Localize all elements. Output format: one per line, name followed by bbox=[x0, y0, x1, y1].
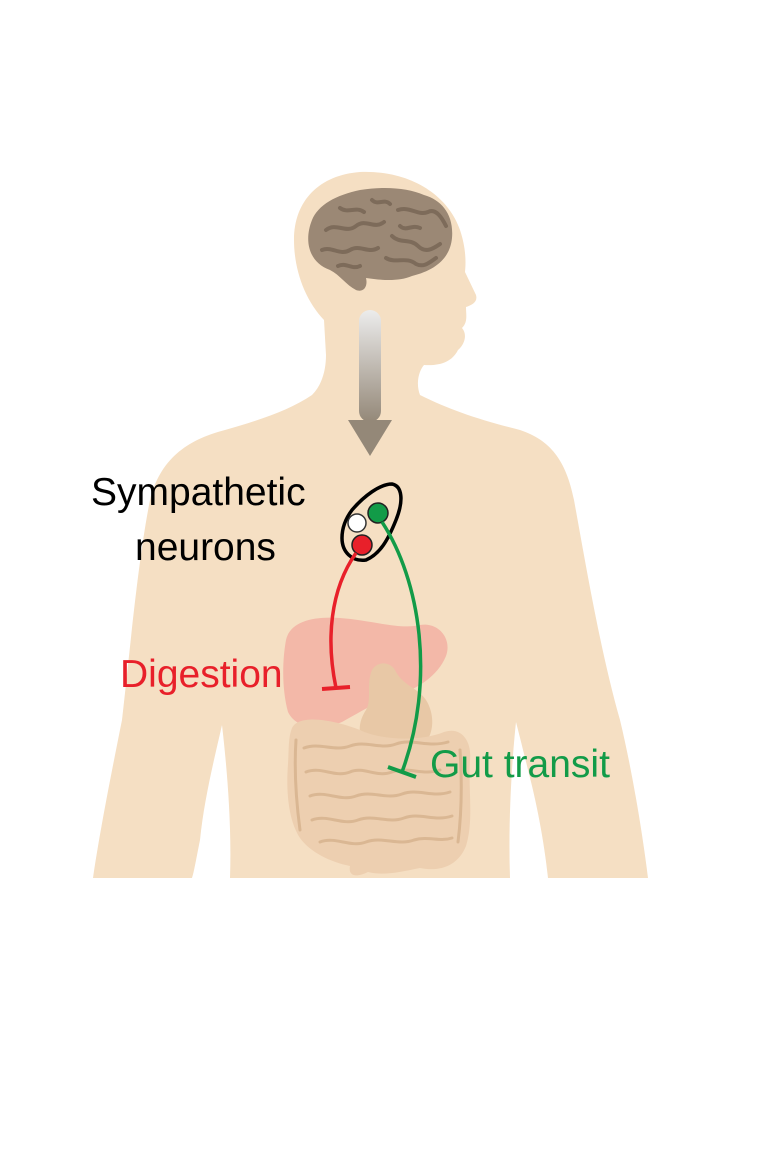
brain-icon bbox=[308, 187, 453, 291]
neuron-white bbox=[347, 513, 367, 533]
body-silhouette bbox=[93, 171, 648, 879]
liver bbox=[283, 617, 448, 728]
sympathetic-neurons-label-line1: Sympathetic bbox=[91, 471, 306, 514]
digestion-inhibition-bar bbox=[321, 685, 351, 691]
digestion-inhibition-path bbox=[329, 551, 358, 689]
gut-transit-label: Gut transit bbox=[430, 743, 610, 786]
intestines bbox=[287, 719, 471, 876]
neuron-green bbox=[367, 502, 389, 524]
descending-arrow-head bbox=[348, 420, 392, 456]
descending-arrow-shaft bbox=[359, 310, 381, 422]
neuron-red bbox=[351, 534, 373, 556]
sympathetic-neurons-label-line2: neurons bbox=[135, 526, 276, 569]
digestion-label: Digestion bbox=[120, 653, 283, 696]
sympathetic-ganglion bbox=[340, 482, 403, 562]
gut-transit-inhibition-path bbox=[380, 521, 423, 773]
gut-transit-inhibition-bar bbox=[387, 765, 417, 779]
